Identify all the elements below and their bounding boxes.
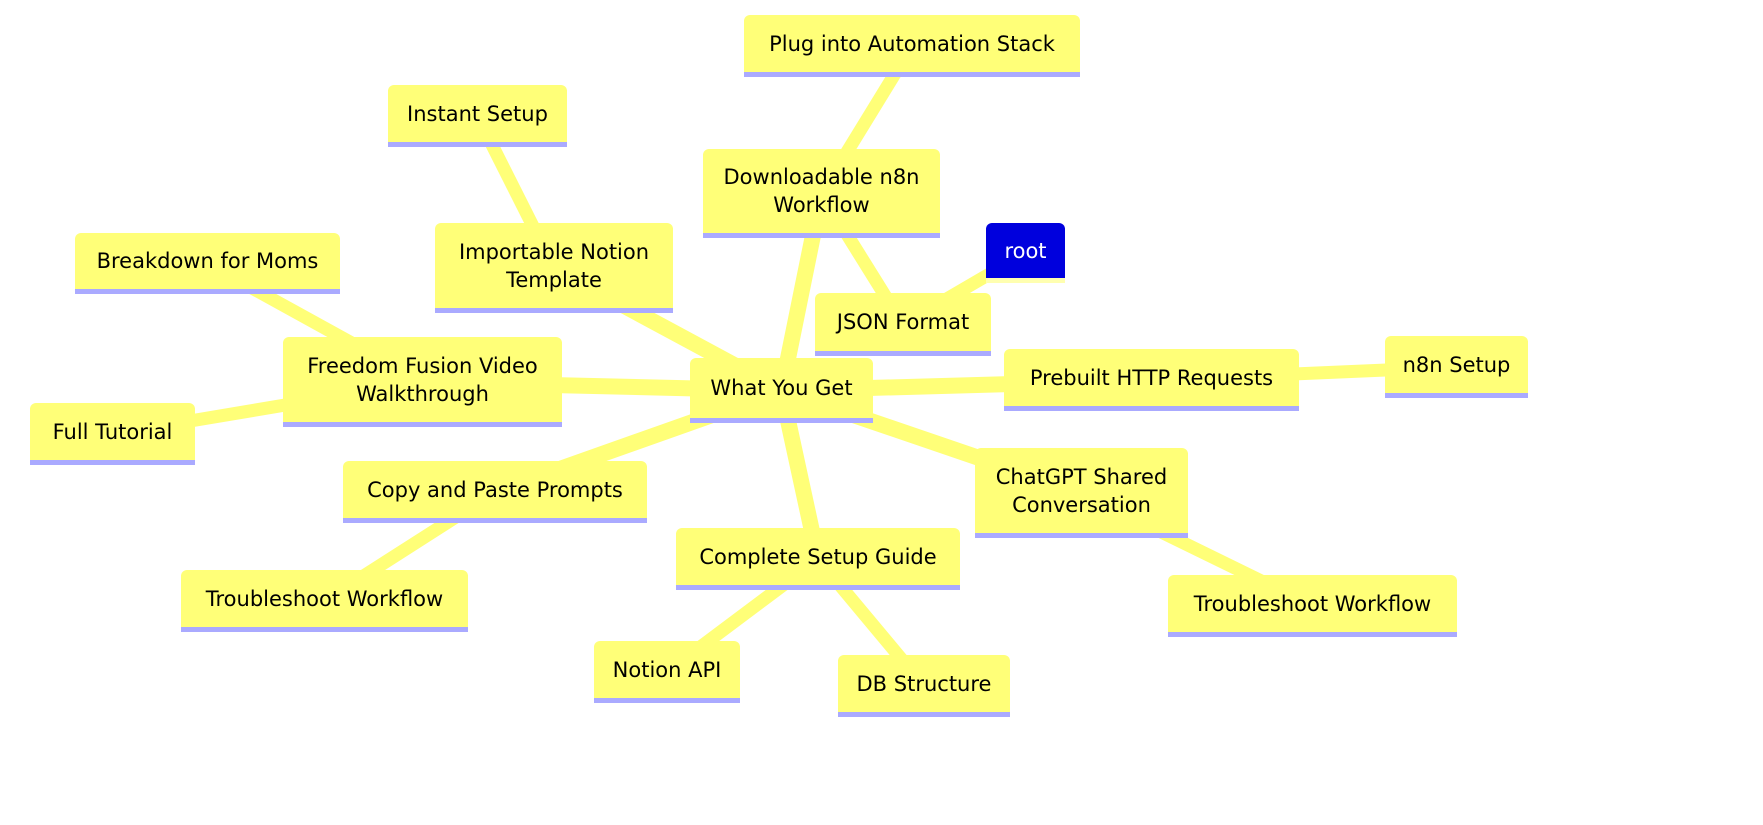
node-importable-notion-template[interactable]: Importable Notion Template <box>435 223 673 313</box>
node-what-you-get[interactable]: What You Get <box>690 358 873 423</box>
node-n8n-setup[interactable]: n8n Setup <box>1385 336 1528 398</box>
node-chatgpt-shared-conversation[interactable]: ChatGPT Shared Conversation <box>975 448 1188 538</box>
node-root[interactable]: root <box>986 223 1065 283</box>
node-freedom-fusion-video-walkthrough[interactable]: Freedom Fusion Video Walkthrough <box>283 337 562 427</box>
node-db-structure[interactable]: DB Structure <box>838 655 1010 717</box>
node-troubleshoot-workflow-right[interactable]: Troubleshoot Workflow <box>1168 575 1457 637</box>
node-troubleshoot-workflow-left[interactable]: Troubleshoot Workflow <box>181 570 468 632</box>
node-copy-and-paste-prompts[interactable]: Copy and Paste Prompts <box>343 461 647 523</box>
node-notion-api[interactable]: Notion API <box>594 641 740 703</box>
node-breakdown-for-moms[interactable]: Breakdown for Moms <box>75 233 340 294</box>
node-full-tutorial[interactable]: Full Tutorial <box>30 403 195 465</box>
node-plug-into-automation-stack[interactable]: Plug into Automation Stack <box>744 15 1080 77</box>
node-complete-setup-guide[interactable]: Complete Setup Guide <box>676 528 960 590</box>
node-prebuilt-http-requests[interactable]: Prebuilt HTTP Requests <box>1004 349 1299 411</box>
node-json-format[interactable]: JSON Format <box>815 293 991 356</box>
node-downloadable-n8n-workflow[interactable]: Downloadable n8n Workflow <box>703 149 940 238</box>
node-instant-setup[interactable]: Instant Setup <box>388 85 567 147</box>
